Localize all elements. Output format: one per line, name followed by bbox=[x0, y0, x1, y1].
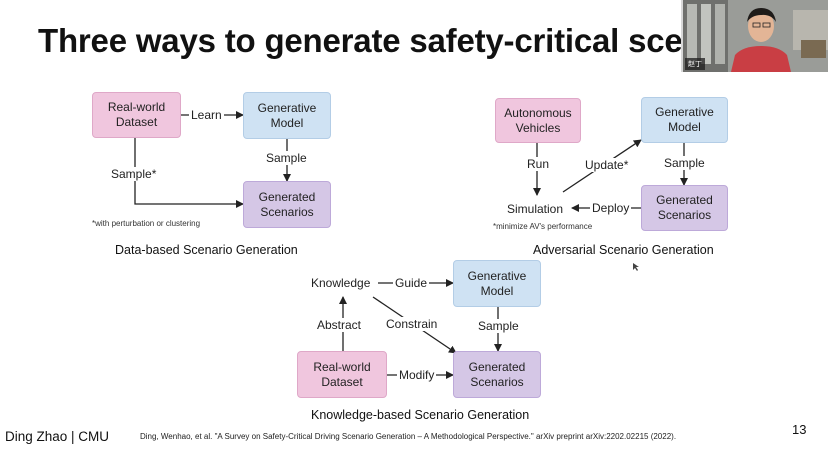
note-perturbation: *with perturbation or clustering bbox=[92, 219, 201, 228]
caption-data-based: Data-based Scenario Generation bbox=[115, 243, 298, 257]
page-number: 13 bbox=[792, 422, 807, 437]
webcam-name-tag: 赵丁 bbox=[685, 58, 705, 70]
label-sample-data: Sample bbox=[264, 151, 309, 165]
label-knowledge: Knowledge bbox=[309, 276, 373, 290]
data-generated-scenarios-box: Generated Scenarios bbox=[243, 181, 331, 228]
caption-adversarial: Adversarial Scenario Generation bbox=[533, 243, 714, 257]
arrow-sample-star bbox=[134, 138, 244, 208]
note-minimize: *minimize AV's performance bbox=[493, 222, 593, 231]
label-update: Update* bbox=[583, 158, 631, 172]
data-generative-model-box: Generative Model bbox=[243, 92, 331, 139]
label-constrain: Constrain bbox=[384, 317, 440, 331]
label-run: Run bbox=[525, 157, 552, 171]
slide-title: Three ways to generate safety-critical s… bbox=[38, 22, 683, 59]
label-learn: Learn bbox=[189, 108, 224, 122]
kb-real-world-dataset-box: Real-world Dataset bbox=[297, 351, 387, 398]
kb-generated-scenarios-box: Generated Scenarios bbox=[453, 351, 541, 398]
label-abstract: Abstract bbox=[315, 318, 364, 332]
caption-knowledge-based: Knowledge-based Scenario Generation bbox=[311, 408, 530, 422]
label-sample-knowledge: Sample bbox=[476, 319, 521, 333]
label-simulation: Simulation bbox=[505, 202, 566, 216]
footer-author: Ding Zhao | CMU bbox=[5, 429, 110, 444]
label-modify: Modify bbox=[397, 368, 437, 382]
webcam-video: 赵丁 bbox=[681, 0, 828, 72]
adv-generated-scenarios-box: Generated Scenarios bbox=[641, 185, 728, 231]
data-real-world-dataset-box: Real-world Dataset bbox=[92, 92, 181, 138]
footer-reference: Ding, Wenhao, et al. "A Survey on Safety… bbox=[140, 432, 677, 441]
label-guide: Guide bbox=[393, 276, 430, 290]
cursor-icon bbox=[633, 263, 639, 271]
label-sample-star: Sample* bbox=[109, 167, 159, 181]
adv-generative-model-box: Generative Model bbox=[641, 97, 728, 143]
label-deploy: Deploy bbox=[590, 201, 632, 215]
adv-autonomous-vehicles-box: Autonomous Vehicles bbox=[495, 98, 581, 143]
kb-generative-model-box: Generative Model bbox=[453, 260, 541, 307]
label-sample-adv: Sample bbox=[662, 156, 707, 170]
